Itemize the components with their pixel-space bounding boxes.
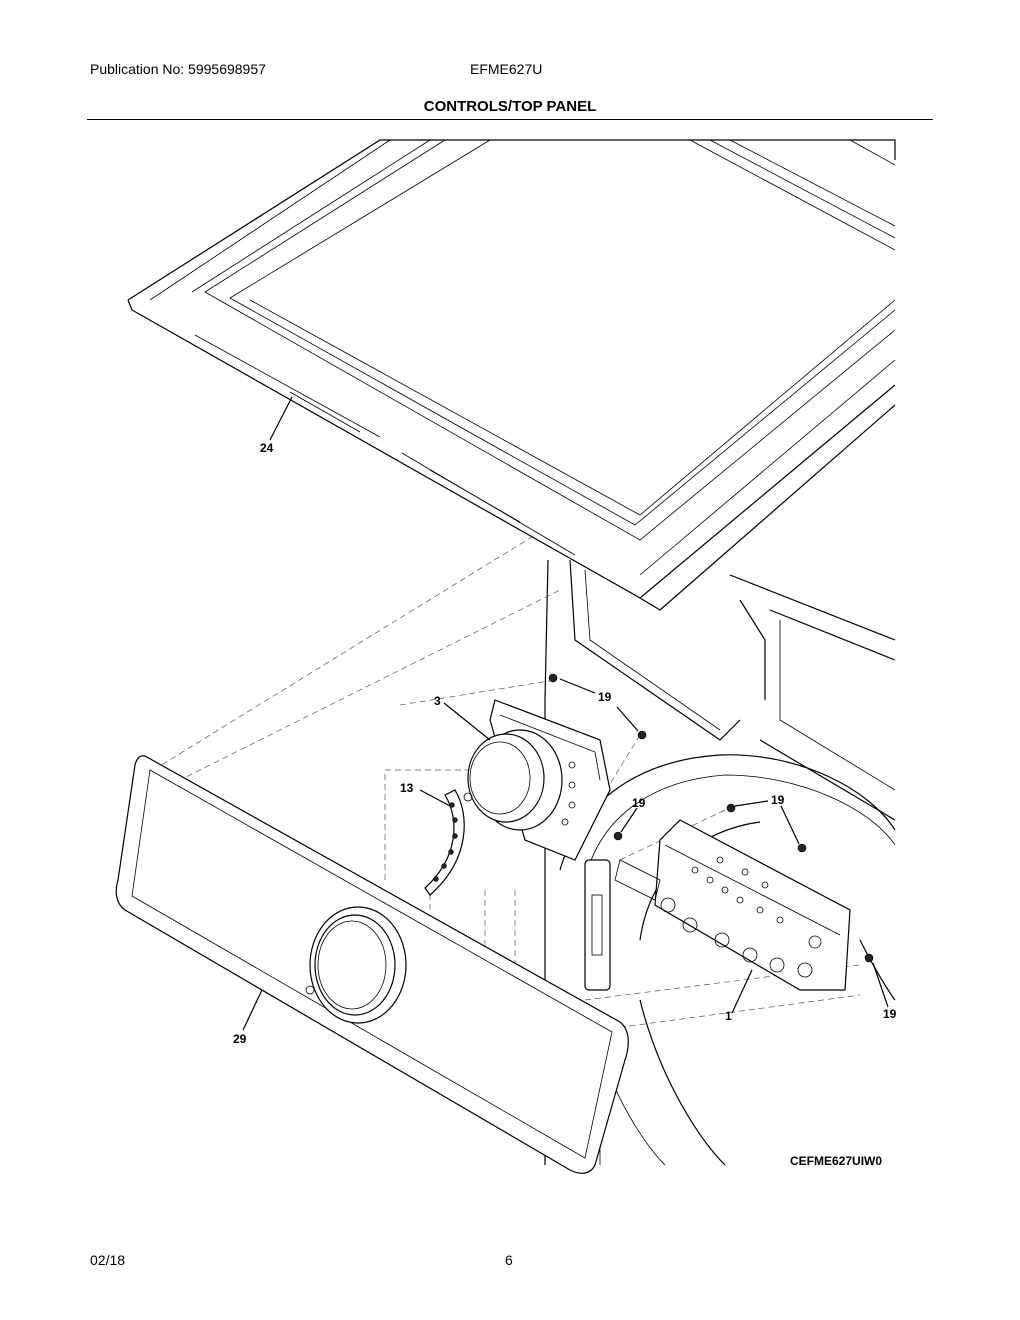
callout-24: 24 — [260, 441, 274, 455]
callout-19-d: 19 — [883, 1007, 897, 1021]
drawing-code: CEFME627UIW0 — [790, 1154, 883, 1168]
callout-19-b: 19 — [632, 796, 646, 810]
page-number: 6 — [505, 1252, 513, 1268]
console-panel-drawing — [115, 755, 629, 1174]
knob-assembly-drawing — [467, 699, 611, 861]
screws-drawing — [548, 673, 874, 963]
callout-19-c: 19 — [771, 793, 785, 807]
callout-19-a: 19 — [598, 690, 612, 704]
control-board-drawing — [614, 819, 851, 991]
header-rule — [87, 119, 933, 120]
callout-1: 1 — [725, 1009, 732, 1023]
led-lens-drawing — [424, 789, 473, 896]
publication-number: Publication No: 5995698957 — [90, 61, 266, 77]
section-title: CONTROLS/TOP PANEL — [423, 98, 597, 115]
callout-29: 29 — [233, 1032, 247, 1046]
model-number: EFME627U — [470, 61, 543, 77]
top-panel-drawing — [127, 139, 896, 611]
callout-3: 3 — [434, 694, 441, 708]
footer-date: 02/18 — [90, 1252, 126, 1268]
leader-lines — [242, 396, 889, 1031]
callout-13: 13 — [400, 781, 414, 795]
